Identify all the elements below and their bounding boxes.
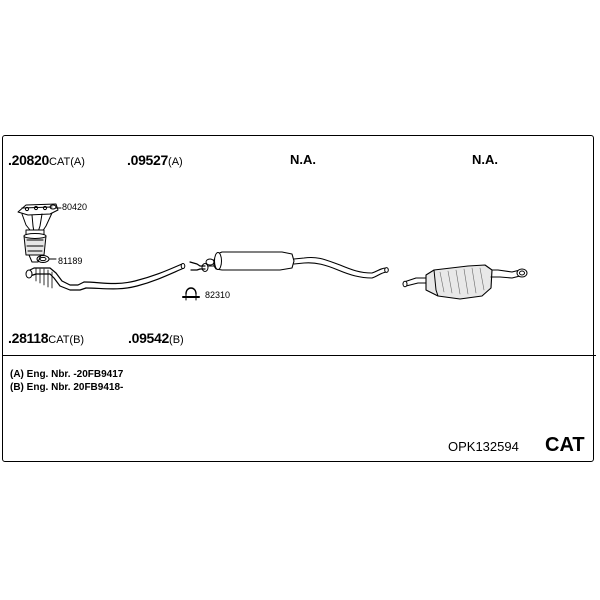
middle-silencer-icon [189,251,389,279]
engine-note-b: (B) Eng. Nbr. 20FB9418- [10,382,124,393]
part-number: .28118 [8,330,49,346]
rear-silencer-icon [402,264,528,300]
u-clamp-part-number: 82310 [205,290,231,300]
notes-divider [2,355,596,356]
part-label-manifold-cat-b: .28118CAT(B) [8,331,84,347]
clamp-part-number: 81189 [58,256,83,266]
na-label-rear-silencer: N.A. [472,152,498,167]
kit-type-badge: CAT [545,434,585,456]
clamp-icon [36,255,57,263]
front-pipe-icon [25,263,186,291]
exhaust-manifold-cat-icon [17,203,62,263]
diagram-frame [2,135,594,462]
u-clamp-icon [182,287,200,301]
part-number: .09527 [127,152,169,168]
part-suffix: CAT(A) [49,156,85,168]
gasket-part-number: 80420 [62,202,88,212]
part-number: .20820 [8,152,50,168]
part-label-front-pipe-b: .09542(B) [128,331,184,347]
part-suffix: (A) [168,156,183,168]
na-label-middle-silencer: N.A. [290,152,316,167]
kit-code: OPK132594 [448,439,519,454]
part-number: .09542 [128,330,170,346]
part-suffix: (B) [169,334,184,346]
part-suffix: CAT(B) [48,334,85,346]
engine-note-a: (A) Eng. Nbr. -20FB9417 [10,369,124,380]
part-label-manifold-cat-a: .20820CAT(A) [8,153,85,169]
part-label-front-pipe-a: .09527(A) [127,153,183,169]
